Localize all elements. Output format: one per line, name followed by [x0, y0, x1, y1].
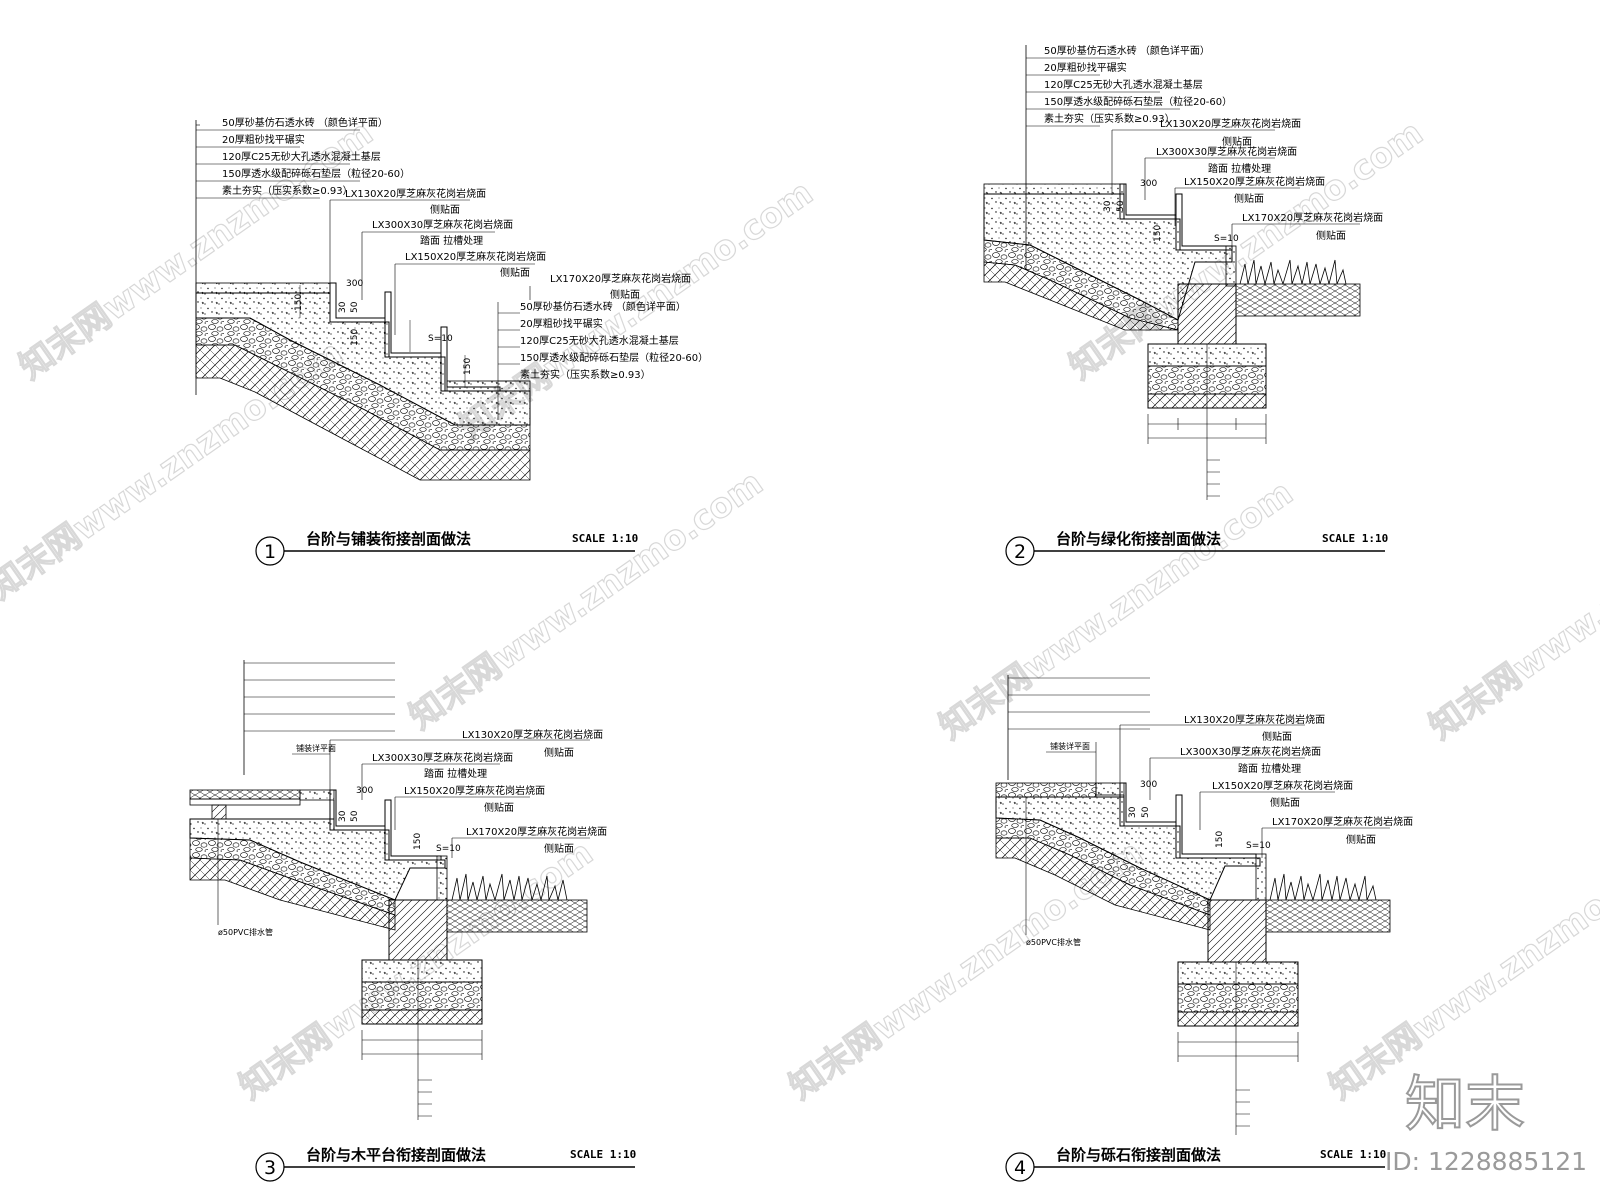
dimension-label: 150 [294, 294, 304, 311]
panel-1-paving-junction: 50厚砂基仿石透水砖 （颜色详平面） 20厚粗砂找平碾实 120厚C25无砂大孔… [195, 116, 708, 566]
panel-4-gravel-junction: 铺装详平面 LX130X20厚芝麻灰花岗岩烧面 侧贴面 LX300X30厚芝麻灰… [995, 675, 1413, 1182]
layer-label: 素土夯实（压实系数≥0.93） [1044, 112, 1175, 125]
step-note: 侧贴面 [1316, 229, 1346, 242]
step-spec: LX300X30厚芝麻灰花岗岩烧面 [372, 751, 513, 764]
dimension-label: S=10 [428, 334, 453, 344]
paving-note: 铺装详平面 [1050, 741, 1090, 751]
layer-label: 20厚粗砂找平碾实 [1044, 61, 1127, 74]
panel-3-deck-junction: 铺装详平面 LX130X20厚芝麻灰花岗岩烧面 侧贴面 LX300X30厚芝麻灰… [189, 660, 636, 1182]
step-spec: LX170X20厚芝麻灰花岗岩烧面 [1272, 815, 1413, 828]
step-spec: LX170X20厚芝麻灰花岗岩烧面 [550, 272, 691, 285]
step-spec: LX150X20厚芝麻灰花岗岩烧面 [1212, 779, 1353, 792]
detail-number: 2 [1014, 541, 1026, 563]
layer-label: 120厚C25无砂大孔透水混凝土基层 [1044, 78, 1203, 91]
brand-logo: 知末 [1405, 1070, 1525, 1140]
detail-number: 1 [264, 541, 276, 563]
watermark-text: 知末网www.znzmo.com [932, 473, 1300, 747]
image-id-label: ID: 1228885121 [1385, 1147, 1587, 1176]
layer-label: 20厚粗砂找平碾实 [520, 317, 603, 330]
step-spec: LX300X30厚芝麻灰花岗岩烧面 [1156, 145, 1297, 158]
step-note: 踏面 拉槽处理 [420, 234, 483, 247]
step-note: 侧贴面 [1222, 135, 1252, 148]
watermark-text: 知末网www.znzmo.com [1422, 473, 1600, 747]
step-note: 侧贴面 [1270, 796, 1300, 809]
step-note: 踏面 拉槽处理 [424, 767, 487, 780]
step-note: 侧贴面 [484, 801, 514, 814]
panel-2-planting-junction: 50厚砂基仿石透水砖 （颜色详平面） 20厚粗砂找平碾实 120厚C25无砂大孔… [983, 44, 1388, 566]
watermark-text: 知末网www.znzmo.com [1322, 833, 1600, 1107]
layer-label: 120厚C25无砂大孔透水混凝土基层 [222, 150, 381, 163]
detail-number: 4 [1014, 1157, 1026, 1179]
step-spec: LX170X20厚芝麻灰花岗岩烧面 [466, 825, 607, 838]
step-spec: LX300X30厚芝麻灰花岗岩烧面 [1180, 745, 1321, 758]
scale-label: SCALE 1:10 [1322, 532, 1388, 545]
layer-label: 50厚砂基仿石透水砖 （颜色详平面） [222, 116, 388, 129]
detail-title: 台阶与木平台衔接剖面做法 [306, 1146, 486, 1164]
dimension-label: 30 [1103, 200, 1113, 212]
scale-label: SCALE 1:10 [1320, 1148, 1386, 1161]
watermarks: 知末网www.znzmo.com 知末网www.znzmo.com 知末网www… [0, 112, 1600, 1108]
step-spec: LX130X20厚芝麻灰花岗岩烧面 [1184, 713, 1325, 726]
dimension-label: 150 [1215, 831, 1225, 848]
layer-label: 120厚C25无砂大孔透水混凝土基层 [520, 334, 679, 347]
detail-title: 台阶与砾石衔接剖面做法 [1056, 1146, 1221, 1164]
dimension-label: 300 [346, 279, 363, 289]
layer-label: 150厚透水级配碎砾石垫层（粒径20-60） [222, 167, 410, 180]
step-note: 侧贴面 [500, 266, 530, 279]
step-spec: LX300X30厚芝麻灰花岗岩烧面 [372, 218, 513, 231]
step-spec: LX130X20厚芝麻灰花岗岩烧面 [1160, 117, 1301, 130]
layer-label: 20厚粗砂找平碾实 [222, 133, 305, 146]
brand-watermark: 知末 ID: 1228885121 [1385, 1069, 1587, 1176]
dimension-label: S=10 [1214, 234, 1239, 244]
step-note: 侧贴面 [610, 288, 640, 301]
dimension-label: 50 [350, 810, 360, 822]
step-note: 侧贴面 [1234, 192, 1264, 205]
dimension-label: 300 [356, 786, 373, 796]
pipe-label: ø50PVC排水管 [218, 927, 273, 937]
scale-label: SCALE 1:10 [572, 532, 638, 545]
detail-title: 台阶与铺装衔接剖面做法 [306, 530, 471, 548]
step-spec: LX170X20厚芝麻灰花岗岩烧面 [1242, 211, 1383, 224]
layer-label: 素土夯实（压实系数≥0.93） [520, 368, 651, 381]
step-spec: LX130X20厚芝麻灰花岗岩烧面 [462, 728, 603, 741]
dimension-label: 50 [1141, 806, 1151, 818]
step-spec: LX150X20厚芝麻灰花岗岩烧面 [404, 784, 545, 797]
layer-label: 素土夯实（压实系数≥0.93） [222, 184, 353, 197]
dimension-label: 30 [338, 301, 348, 313]
dimension-label: 150 [413, 833, 423, 850]
paving-note: 铺装详平面 [296, 743, 336, 753]
layer-label: 150厚透水级配碎砾石垫层（粒径20-60） [1044, 95, 1232, 108]
dimension-label: 30 [338, 810, 348, 822]
dimension-label: S=10 [436, 844, 461, 854]
step-note: 侧贴面 [544, 842, 574, 855]
step-spec: LX150X20厚芝麻灰花岗岩烧面 [1184, 175, 1325, 188]
step-spec: LX150X20厚芝麻灰花岗岩烧面 [405, 250, 546, 263]
dimension-label: 50 [1116, 200, 1126, 212]
layer-label: 50厚砂基仿石透水砖 （颜色详平面） [1044, 44, 1210, 57]
step-spec: LX130X20厚芝麻灰花岗岩烧面 [345, 187, 486, 200]
step-note: 踏面 拉槽处理 [1208, 162, 1271, 175]
dimension-label: S=10 [1246, 841, 1271, 851]
layer-label: 50厚砂基仿石透水砖 （颜色详平面） [520, 300, 686, 313]
step-note: 侧贴面 [430, 203, 460, 216]
step-note: 侧贴面 [1346, 833, 1376, 846]
scale-label: SCALE 1:10 [570, 1148, 636, 1161]
watermark-text: 知末网www.znzmo.com [402, 463, 770, 737]
detail-title: 台阶与绿化衔接剖面做法 [1056, 530, 1221, 548]
layer-label: 150厚透水级配碎砾石垫层（粒径20-60） [520, 351, 708, 364]
dimension-label: 30 [1128, 806, 1138, 818]
dimension-label: 150 [350, 329, 360, 346]
dimension-label: 300 [1140, 780, 1157, 790]
step-note: 侧贴面 [544, 746, 574, 759]
step-note: 踏面 拉槽处理 [1238, 762, 1301, 775]
dimension-label: 150 [1153, 225, 1163, 242]
step-note: 侧贴面 [1262, 730, 1292, 743]
dimension-label: 300 [1140, 179, 1157, 189]
detail-number: 3 [264, 1157, 276, 1179]
dimension-label: 50 [350, 301, 360, 313]
dimension-label: 150 [463, 358, 473, 375]
pipe-label: ø50PVC排水管 [1026, 937, 1081, 947]
